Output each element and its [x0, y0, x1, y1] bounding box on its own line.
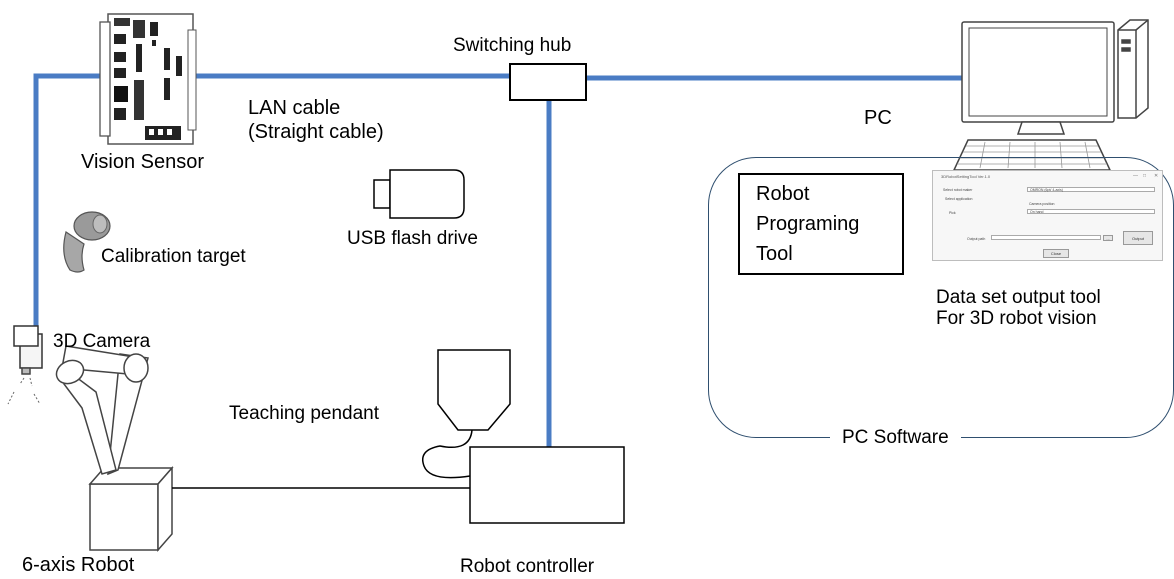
robot-programing-tool-box: Robot Programing Tool — [738, 173, 904, 275]
switching-hub-icon — [509, 63, 587, 101]
usb-flash-drive-label: USB flash drive — [347, 228, 478, 249]
switching-hub-label: Switching hub — [453, 35, 572, 56]
mini-browse-button: ... — [1103, 235, 1113, 241]
mini-output-path-field — [991, 235, 1101, 240]
mini-camera-select: On hand — [1027, 209, 1155, 214]
data-set-output-tool-label: Data set output tool For 3D robot vision — [936, 287, 1101, 329]
mini-output-button: Output — [1123, 231, 1153, 245]
mini-field1-label: Select robot maker — [943, 188, 973, 192]
teaching-pendant-label: Teaching pendant — [229, 403, 380, 424]
vision-sensor-icon — [99, 13, 197, 145]
mini-section-label: Select application — [945, 197, 973, 201]
minimize-icon: — — [1133, 173, 1138, 179]
mini-field1-value: OMRON (6pt/ 4-axis) — [1030, 188, 1063, 192]
calibration-target-label: Calibration target — [101, 246, 246, 267]
mini-pick-label: Pick — [949, 211, 956, 215]
data-set-output-tool-screenshot: 3DRobotSettingTool Ver.1.0 — □ ✕ Select … — [932, 170, 1163, 261]
mini-close-button: Close — [1043, 249, 1069, 258]
lan-cables — [33, 73, 965, 450]
pc-icon — [952, 19, 1149, 171]
mini-camera-label: Camera position — [1029, 202, 1055, 206]
pc-label: PC — [864, 107, 892, 129]
robot-6axis-icon — [7, 325, 174, 552]
maximize-icon: □ — [1143, 173, 1147, 179]
robot-controller-label: Robot controller — [460, 556, 595, 577]
mini-window-title: 3DRobotSettingTool Ver.1.0 — [941, 174, 991, 179]
vision-sensor-label: Vision Sensor — [81, 151, 205, 173]
robot-programing-tool-label: Robot Programing Tool — [756, 183, 860, 265]
robot-6axis-label: 6-axis Robot — [22, 554, 135, 576]
cable-vision-to-robot — [33, 73, 107, 333]
teaching-pendant-icon — [422, 349, 511, 479]
mini-robot-maker-select: OMRON (6pt/ 4-axis) — [1027, 187, 1155, 192]
lan-cable-label: LAN cable (Straight cable) — [248, 97, 384, 143]
mini-camera-value: On hand — [1030, 210, 1044, 214]
pc-software-label: PC Software — [830, 427, 961, 449]
usb-flash-drive-icon — [373, 169, 465, 219]
close-icon: ✕ — [1154, 173, 1159, 179]
calibration-target-icon — [63, 211, 111, 273]
camera-3d-label: 3D Camera — [53, 331, 151, 352]
mini-output-label: Output path — [967, 237, 986, 241]
robot-controller-icon — [469, 446, 625, 524]
